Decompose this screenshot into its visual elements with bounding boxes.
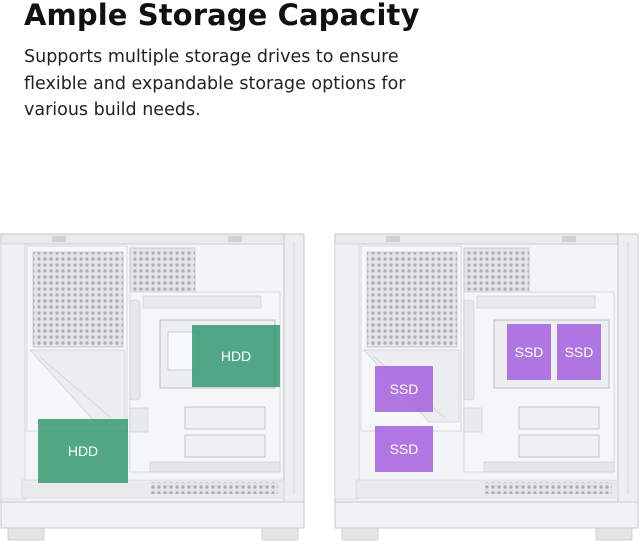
page-description: Supports multiple storage drives to ensu… — [24, 47, 406, 120]
pc-case-ssd-configuration: SSD SSD SSD SSD — [334, 232, 640, 543]
pc-case-hdd-configuration: HDD HDD — [0, 232, 306, 543]
pc-case-illustration — [0, 233, 305, 541]
ssd-top-right-badge: SSD — [557, 324, 601, 380]
hdd-top-badge: HDD — [192, 325, 280, 387]
ssd-middle-badge: SSD — [375, 366, 433, 412]
ssd-bottom-badge: SSD — [375, 426, 433, 472]
hdd-bottom-badge: HDD — [38, 419, 128, 483]
ssd-top-left-badge: SSD — [507, 324, 551, 380]
page-title: Ample Storage Capacity — [24, 0, 420, 32]
